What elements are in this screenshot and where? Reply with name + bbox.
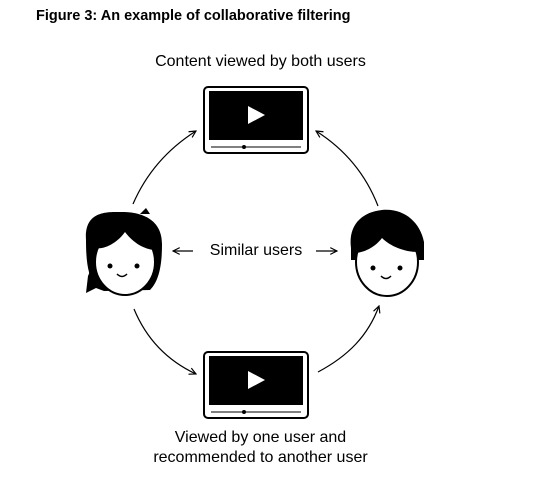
label-recommended: Viewed by one user and recommended to an… — [100, 428, 421, 468]
arrow-right-user-to-top-content — [316, 131, 379, 207]
arrow-bottom-content-to-right-user — [317, 306, 379, 373]
user-left-face-icon — [85, 208, 162, 296]
video-player-bottom-icon — [203, 351, 309, 419]
label-recommended-line1: Viewed by one user and — [174, 429, 347, 446]
video-player-top-icon — [203, 86, 309, 154]
label-content-viewed-by-both: Content viewed by both users — [155, 53, 366, 70]
label-similar-users: Similar users — [209, 242, 303, 259]
play-icon — [248, 371, 265, 389]
play-icon — [248, 106, 265, 124]
user-right-face-icon — [350, 209, 424, 297]
label-recommended-line2: recommended to another user — [153, 449, 368, 466]
arrow-left-user-to-top-content — [132, 131, 196, 205]
figure-title: Figure 3: An example of collaborative fi… — [36, 8, 351, 24]
arrow-left-user-to-bottom-content — [133, 308, 196, 374]
